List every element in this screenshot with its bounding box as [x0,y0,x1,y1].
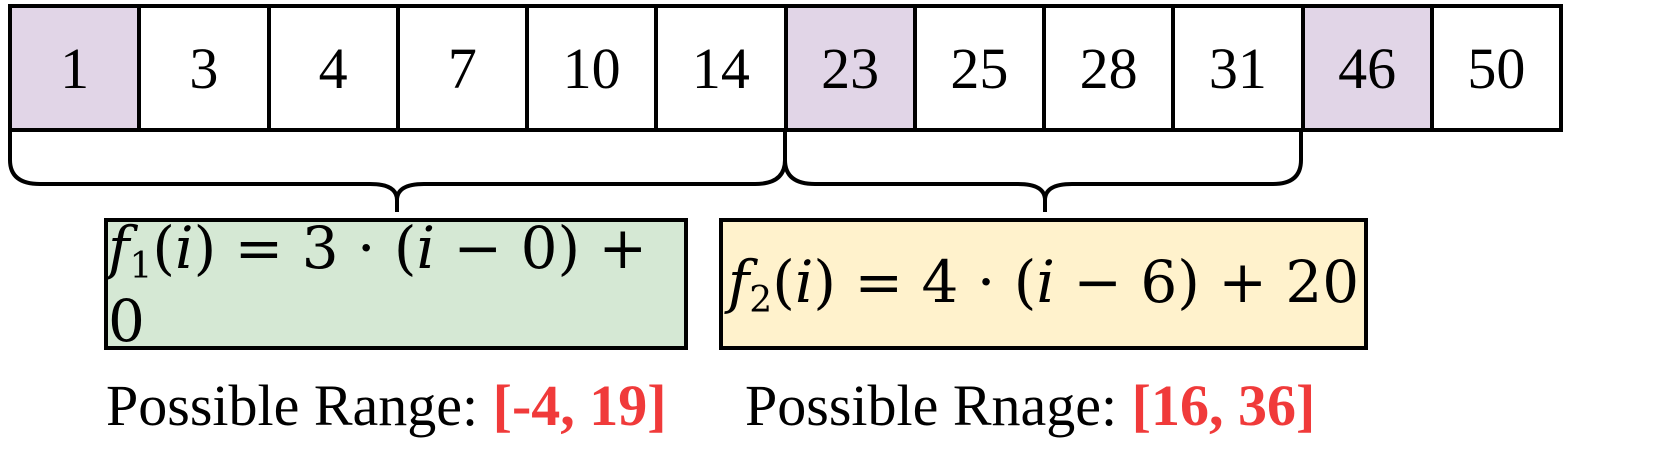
brace-segment-2 [783,132,1303,212]
array-cell: 3 [141,8,271,128]
array-cell: 14 [658,8,788,128]
array-cell: 7 [399,8,529,128]
brace-segment-1 [8,132,787,212]
formula-2: f2(i) = 4 · (i − 6) + 20 [727,247,1360,321]
array-cell: 50 [1433,8,1559,128]
array-cell: 1 [12,8,142,128]
array-cell: 31 [1175,8,1305,128]
range-value: [-4, 19] [492,373,667,438]
array-cell: 46 [1304,8,1434,128]
formula-box-1: f1(i) = 3 · (i − 0) + 0 [104,214,688,355]
range-text: Possible Range: [106,373,493,438]
array-cell: 10 [529,8,659,128]
range-label-1: Possible Range: [-4, 19] [106,372,667,439]
array-cell: 4 [270,8,400,128]
range-label-2: Possible Rnage: [16, 36] [745,372,1315,439]
formula-box-2: f2(i) = 4 · (i − 6) + 20 [719,218,1368,350]
range-value: [16, 36] [1131,373,1316,438]
array-cell: 28 [1046,8,1176,128]
array-cell: 25 [916,8,1046,128]
range-text: Possible Rnage: [745,373,1132,438]
array-cell: 23 [787,8,917,128]
formula-1: f1(i) = 3 · (i − 0) + 0 [108,213,648,355]
sorted-array: 1 3 4 7 10 14 23 25 28 31 46 50 [8,4,1563,132]
